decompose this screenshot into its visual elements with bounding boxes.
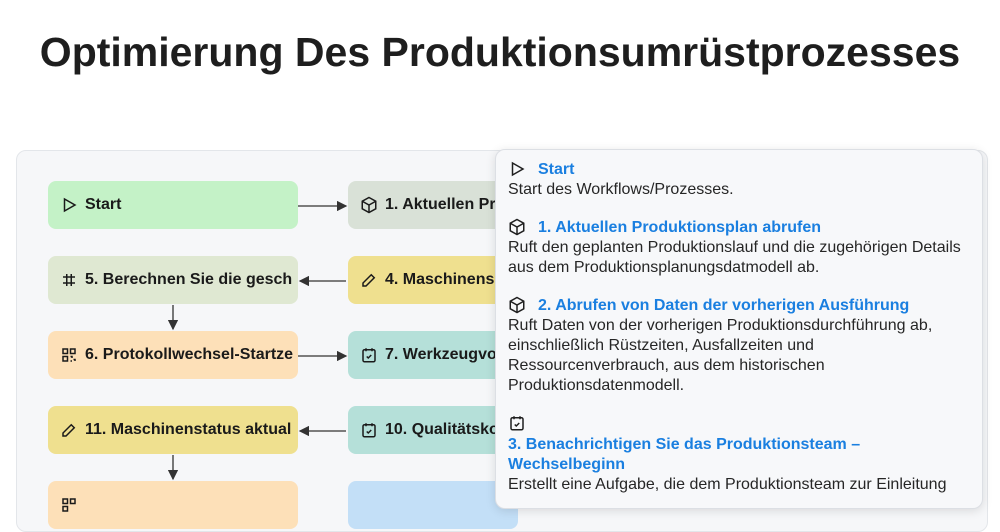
qr-icon bbox=[60, 346, 78, 364]
detail-title[interactable]: 3. Benachrichtigen Sie das Produktionste… bbox=[508, 436, 861, 473]
node-label: 11. Maschinenstatus aktual bbox=[85, 421, 292, 438]
detail-description: Erstellt eine Aufgabe, die dem Produktio… bbox=[508, 476, 947, 493]
edit-icon bbox=[360, 271, 378, 289]
node-11[interactable]: 11. Maschinenstatus aktual bbox=[48, 406, 298, 454]
cube-icon bbox=[508, 218, 526, 236]
node-1[interactable]: 1. Aktuellen Pr bbox=[348, 181, 518, 229]
detail-description: Start des Workflows/Prozesses. bbox=[508, 181, 734, 198]
node-label: 5. Berechnen Sie die gesch bbox=[85, 271, 293, 288]
detail-item-start: Start Start des Workflows/Prozesses. bbox=[508, 160, 968, 200]
node-label: 10. Qualitätsko bbox=[385, 421, 499, 438]
node-label: 7. Werkzeugvo bbox=[385, 346, 497, 363]
cube-icon bbox=[508, 296, 526, 314]
calendar-check-icon bbox=[360, 421, 378, 439]
node-5[interactable]: 5. Berechnen Sie die gesch bbox=[48, 256, 298, 304]
detail-item-2: 2. Abrufen von Daten der vorherigen Ausf… bbox=[508, 296, 968, 396]
node-10[interactable]: 10. Qualitätsko bbox=[348, 406, 518, 454]
node-7[interactable]: 7. Werkzeugvo bbox=[348, 331, 518, 379]
detail-title[interactable]: 1. Aktuellen Produktionsplan abrufen bbox=[538, 219, 821, 236]
detail-item-1: 1. Aktuellen Produktionsplan abrufen Ruf… bbox=[508, 218, 968, 278]
node-label: 1. Aktuellen Pr bbox=[385, 196, 496, 213]
detail-description: Ruft den geplanten Produktionslauf und d… bbox=[508, 239, 961, 276]
node-12[interactable] bbox=[48, 481, 298, 529]
qr-icon bbox=[60, 496, 78, 514]
detail-title[interactable]: 2. Abrufen von Daten der vorherigen Ausf… bbox=[538, 297, 910, 314]
play-icon bbox=[508, 160, 526, 178]
node-start[interactable]: Start bbox=[48, 181, 298, 229]
node-label: Start bbox=[85, 196, 122, 213]
calendar-check-icon bbox=[508, 414, 526, 432]
detail-description: Ruft Daten von der vorherigen Produktion… bbox=[508, 317, 933, 394]
node-4[interactable]: 4. Maschinens bbox=[348, 256, 518, 304]
cube-icon bbox=[360, 196, 378, 214]
page-title: Optimierung Des Produktionsumrüstprozess… bbox=[39, 29, 961, 75]
edit-icon bbox=[60, 421, 78, 439]
detail-item-3: 3. Benachrichtigen Sie das Produktionste… bbox=[508, 414, 968, 495]
node-6[interactable]: 6. Protokollwechsel-Startze bbox=[48, 331, 298, 379]
node-label: 6. Protokollwechsel-Startze bbox=[85, 346, 294, 363]
node-label: 4. Maschinens bbox=[385, 271, 495, 288]
workflow-edges bbox=[167, 200, 348, 481]
calculator-icon bbox=[60, 271, 78, 289]
node-13[interactable] bbox=[348, 481, 518, 529]
calendar-check-icon bbox=[360, 346, 378, 364]
details-panel[interactable]: Start Start des Workflows/Prozesses. 1. … bbox=[495, 149, 983, 509]
play-icon bbox=[60, 196, 78, 214]
detail-title[interactable]: Start bbox=[538, 161, 575, 178]
